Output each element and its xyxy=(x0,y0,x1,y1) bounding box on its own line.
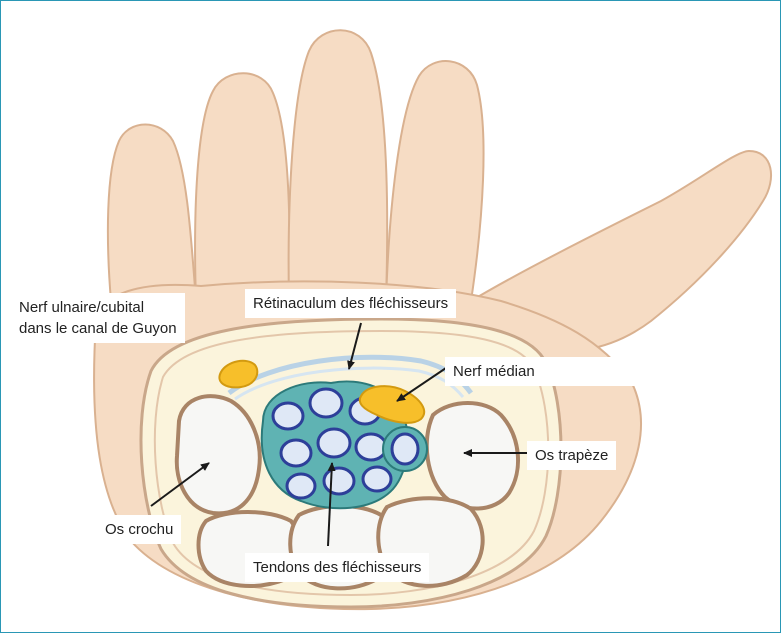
middle-finger xyxy=(289,30,388,301)
tendon xyxy=(310,389,342,417)
tendon xyxy=(273,403,303,429)
index-finger xyxy=(386,61,484,301)
bone-trapezium xyxy=(427,403,518,509)
tendon xyxy=(356,434,386,460)
tendon xyxy=(281,440,311,466)
tendon xyxy=(392,434,418,464)
tendon xyxy=(318,429,350,457)
bone-hamate xyxy=(177,396,260,513)
tendon-single xyxy=(383,427,427,471)
little-finger xyxy=(108,125,196,302)
ring-finger xyxy=(195,73,290,301)
label-ulnar-nerve-line1: Nerf ulnaire/cubital xyxy=(19,297,177,318)
label-median-nerve: Nerf médian xyxy=(445,357,657,386)
label-ulnar-nerve-line2: dans le canal de Guyon xyxy=(19,318,177,339)
tendon xyxy=(324,468,354,494)
label-hamate: Os crochu xyxy=(97,515,181,544)
label-trapezium: Os trapèze xyxy=(527,441,616,470)
label-ulnar-nerve: Nerf ulnaire/cubital dans le canal de Gu… xyxy=(11,293,185,343)
tendon xyxy=(363,467,391,491)
tendon xyxy=(287,474,315,498)
label-retinaculum: Rétinaculum des fléchisseurs xyxy=(245,289,456,318)
label-flexor-tendons: Tendons des fléchisseurs xyxy=(245,553,429,582)
